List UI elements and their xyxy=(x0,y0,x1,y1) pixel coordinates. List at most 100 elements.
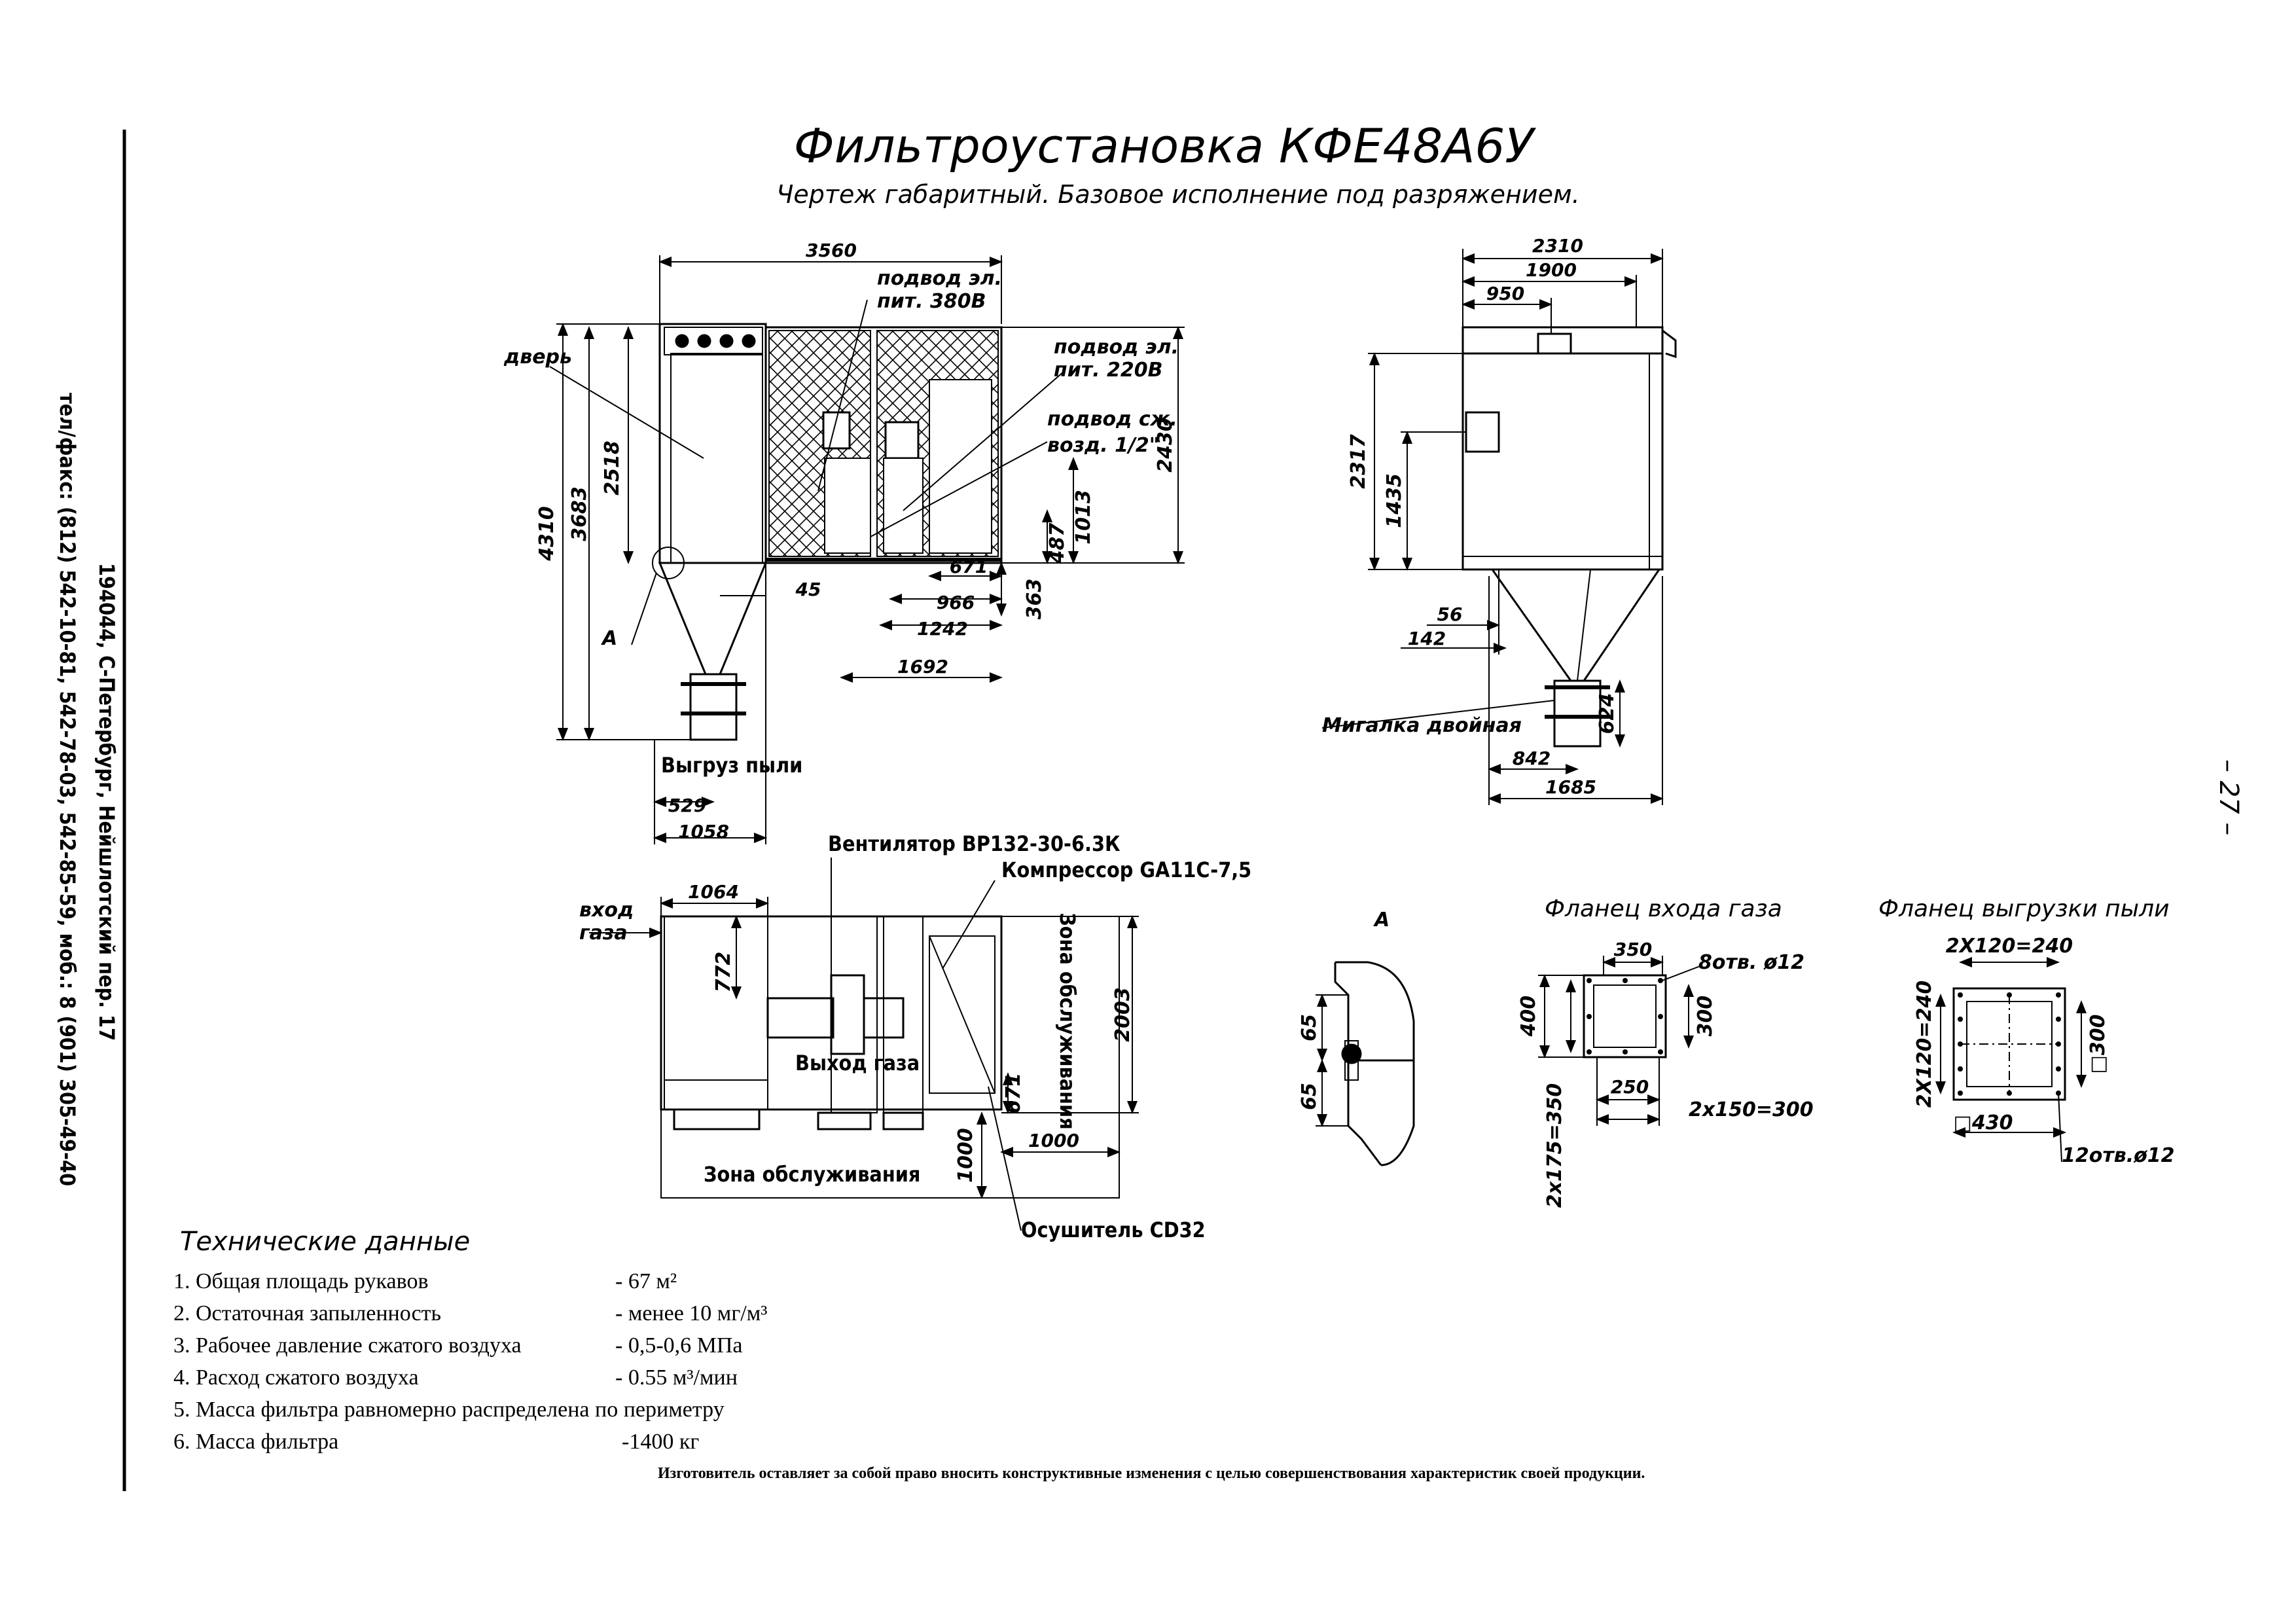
dim-2317: 2317 xyxy=(1347,434,1370,489)
dust-flange-title: Фланец выгрузки пыли xyxy=(1878,895,2170,922)
dim-flange-top: 2X120=240 xyxy=(1946,935,2073,958)
dim-1013: 1013 xyxy=(1072,490,1095,545)
tech-row-value: - 0,5-0,6 МПа xyxy=(615,1333,743,1358)
dim-1692: 1692 xyxy=(897,656,948,677)
dim-1242: 1242 xyxy=(917,618,968,640)
dim-8-holes: 8отв. ø12 xyxy=(1698,951,1804,974)
contact-phones: тел/факс: (812) 542-10-81, 542-78-03, 54… xyxy=(55,393,80,1186)
equipment-frame xyxy=(764,326,1003,564)
tech-row-label: 4. Расход сжатого воздуха xyxy=(173,1365,419,1390)
tech-row-label: 6. Масса фильтра xyxy=(173,1430,338,1454)
dim-1000-vertical: 1000 xyxy=(954,1128,977,1183)
label-compressor: Компрессор GA11C-7,5 xyxy=(1001,857,1251,882)
label-power-380-1: подвод эл. xyxy=(877,267,1002,290)
dim-4310: 4310 xyxy=(535,506,558,562)
plan-view xyxy=(589,857,1139,1231)
dim-65-upper: 65 xyxy=(1298,1014,1321,1041)
page-title: Фильтроустановка КФЕ48А6У xyxy=(794,118,1537,173)
tech-heading: Технические данные xyxy=(180,1227,470,1257)
dim-flange-right: □300 xyxy=(2087,1015,2109,1074)
dim-350: 350 xyxy=(1614,939,1652,960)
tech-row-label: 2. Остаточная запыленность xyxy=(173,1301,441,1326)
label-detail-a-ref: А xyxy=(601,627,617,650)
dim-300: 300 xyxy=(1694,996,1717,1037)
label-fan: Вентилятор ВР132-30-6.3К xyxy=(828,831,1121,856)
dim-1900: 1900 xyxy=(1526,259,1577,281)
dim-529: 529 xyxy=(668,795,706,816)
dust-flange xyxy=(1935,957,2087,1163)
tech-data: Технические данные 1. Общая площадь рука… xyxy=(173,1227,1645,1482)
page-subtitle: Чертеж габаритный. Базовое исполнение по… xyxy=(776,180,1579,209)
label-power-380-2: пит. 380В xyxy=(877,290,986,313)
dim-1064: 1064 xyxy=(688,881,739,903)
service-zone-outline xyxy=(660,916,1120,1199)
dim-2x175: 2х175=350 xyxy=(1543,1083,1566,1208)
gas-flange xyxy=(1538,956,1702,1126)
dim-772: 772 xyxy=(712,952,735,993)
gas-flange-text: Фланец входа газа 350 8отв. ø12 400 300 … xyxy=(1517,895,1814,1208)
dim-3560: 3560 xyxy=(806,240,857,261)
label-air-1: подвод сж. xyxy=(1047,408,1177,431)
dim-2310: 2310 xyxy=(1532,235,1583,257)
dim-487: 487 xyxy=(1046,523,1069,565)
dust-flange-text: Фланец выгрузки пыли 2X120=240 2X120=240… xyxy=(1878,895,2175,1167)
side-body xyxy=(1462,326,1664,571)
dim-flange-bottom: □430 xyxy=(1954,1111,2013,1134)
detail-a-text: А 65 65 xyxy=(1298,909,1390,1110)
dim-1685: 1685 xyxy=(1545,776,1596,798)
page-number: – 27 – xyxy=(2214,759,2244,835)
dim-2430: 2430 xyxy=(1154,418,1177,473)
tech-row-label: 1. Общая площадь рукавов xyxy=(173,1269,429,1293)
dim-12-holes: 12отв.ø12 xyxy=(2062,1144,2175,1167)
label-power-220-2: пит. 220В xyxy=(1054,359,1162,382)
tech-row-label: 3. Рабочее давление сжатого воздуха xyxy=(173,1333,522,1358)
dim-400: 400 xyxy=(1517,996,1540,1038)
tech-row-value: - 67 м² xyxy=(615,1269,677,1293)
label-gas-inlet-2: газа xyxy=(579,922,628,945)
label-gas-inlet-1: вход xyxy=(579,899,634,922)
label-service-zone-bottom: Зона обслуживания xyxy=(704,1162,920,1187)
dim-2518: 2518 xyxy=(601,441,624,496)
label-door: дверь xyxy=(503,346,572,369)
dim-966: 966 xyxy=(937,592,975,613)
dim-842: 842 xyxy=(1513,748,1551,769)
gas-flange-title: Фланец входа газа xyxy=(1545,895,1782,922)
dim-1435: 1435 xyxy=(1383,473,1406,528)
dim-950: 950 xyxy=(1486,283,1524,304)
dim-624: 624 xyxy=(1596,693,1619,734)
label-dryer: Осушитель CD32 xyxy=(1021,1218,1206,1242)
side-view-text: 2310 1900 950 2317 1435 56 142 Мигалка д… xyxy=(1322,235,1619,798)
pipe-fitting-icon xyxy=(1662,329,1677,359)
disclaimer: Изготовитель оставляет за собой право вн… xyxy=(658,1465,1645,1482)
dim-flange-left: 2X120=240 xyxy=(1913,981,1936,1108)
detail-a xyxy=(1316,961,1415,1166)
dim-2x150: 2х150=300 xyxy=(1689,1098,1814,1121)
label-dust-outlet: Выгруз пыли xyxy=(661,753,802,778)
detail-a-title: А xyxy=(1373,909,1390,931)
label-gas-outlet: Выход газа xyxy=(795,1051,920,1075)
tech-row-value: - 0.55 м³/мин xyxy=(615,1365,738,1390)
dim-142: 142 xyxy=(1408,628,1446,649)
dim-671: 671 xyxy=(950,556,988,577)
front-view-text: 3560 дверь подвод эл. пит. 380В подвод э… xyxy=(503,240,1179,842)
dim-363: 363 xyxy=(1023,579,1046,620)
dim-1058: 1058 xyxy=(678,821,729,842)
label-air-2: возд. 1/2" xyxy=(1047,434,1159,457)
dim-56: 56 xyxy=(1437,604,1463,625)
dim-671-plan: 671 xyxy=(1002,1073,1025,1114)
tech-row-label: 5. Масса фильтра равномерно распределена… xyxy=(173,1398,725,1422)
tech-row-value: -1400 кг xyxy=(622,1430,699,1454)
side-view xyxy=(1321,249,1677,805)
dim-45: 45 xyxy=(795,579,821,600)
filter-body xyxy=(658,323,767,564)
label-service-zone-right: Зона обслуживания xyxy=(1055,912,1080,1129)
dim-3683: 3683 xyxy=(568,486,591,541)
dim-1000-horizontal: 1000 xyxy=(1028,1130,1079,1151)
label-power-220-1: подвод эл. xyxy=(1054,336,1179,359)
electric-box-icon xyxy=(884,421,920,460)
plan-view-text: вход газа 1064 772 Вентилятор ВР132-30-6… xyxy=(579,831,1251,1242)
tech-row-value: - менее 10 мг/м³ xyxy=(615,1301,767,1326)
label-double-flap: Мигалка двойная xyxy=(1322,714,1522,737)
front-view xyxy=(549,255,1185,844)
